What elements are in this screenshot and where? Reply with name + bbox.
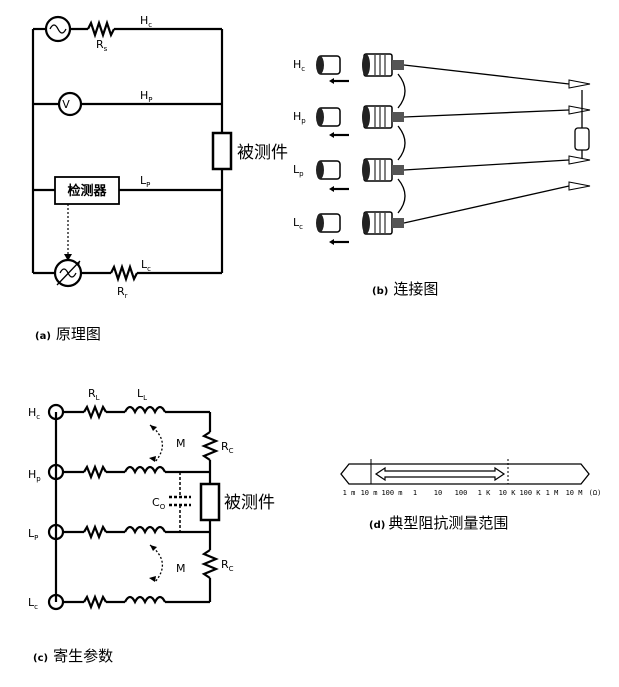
svg-text:HP: HP: [140, 89, 153, 104]
panel-c-parasitics: Hc Hp LP Lc: [28, 387, 275, 665]
detector-box: [54, 176, 120, 205]
tick-label: 10: [434, 489, 442, 497]
dut-box-c: [199, 482, 221, 522]
svg-text:Hp: Hp: [28, 468, 41, 483]
range-resistor-rr: [110, 263, 138, 283]
dut-label-a: 被测件: [237, 143, 288, 163]
svg-text:CO: CO: [152, 496, 166, 511]
svg-text:RC: RC: [221, 558, 234, 573]
resistor-rc-top: [201, 431, 219, 461]
tick-label: 1 M: [546, 489, 559, 497]
svg-text:Lc: Lc: [293, 216, 303, 231]
dut-cylinder-b: [574, 127, 590, 151]
bnc-connector-lc: Lc: [293, 181, 591, 245]
bnc-connector-hp: Hp: [293, 105, 591, 138]
tick-label: 100: [455, 489, 468, 497]
svg-text:LP: LP: [140, 174, 150, 189]
panel-b-connection: Hc Hp Lp: [293, 53, 591, 298]
tick-label: (Ω): [589, 489, 602, 497]
svg-text:RL: RL: [88, 387, 100, 402]
rl-branch-hc: [63, 404, 210, 420]
rl-branch-hp: [63, 464, 210, 480]
mutual-coupling-bottom: [149, 544, 163, 583]
tick-label: 1: [413, 489, 417, 497]
typical-range-double-arrow: [374, 466, 506, 482]
tick-label: 1 K: [478, 489, 491, 497]
detector-label: 检测器: [67, 183, 107, 199]
resistor-rc-bottom: [201, 549, 219, 579]
dut-label-c: 被测件: [224, 493, 275, 513]
voltmeter-symbol: V: [62, 98, 70, 111]
svg-text:Rs: Rs: [96, 38, 108, 53]
svg-text:Hc: Hc: [293, 58, 305, 73]
source-resistor-rs: [87, 19, 115, 39]
svg-text:Rr: Rr: [117, 285, 128, 300]
tick-label: 10 K: [499, 489, 517, 497]
svg-text:M: M: [176, 562, 186, 575]
svg-text:RC: RC: [221, 440, 234, 455]
caption-c: (c)寄生参数: [33, 647, 113, 665]
caption-b: (b)连接图: [372, 280, 438, 298]
svg-text:Lc: Lc: [141, 258, 151, 273]
tick-label: 100 K: [519, 489, 541, 497]
svg-text:Lc: Lc: [28, 596, 38, 611]
bnc-connector-lp: Lp: [293, 155, 591, 192]
tick-label: 100 m: [381, 489, 402, 497]
rl-branch-lp: [63, 524, 210, 540]
rl-branch-lc: [63, 594, 210, 610]
tick-label: 10 m: [361, 489, 378, 497]
svg-text:LP: LP: [28, 527, 38, 542]
svg-text:LL: LL: [137, 387, 147, 402]
svg-text:Hp: Hp: [293, 110, 306, 125]
dut-box-a: [211, 131, 233, 171]
svg-text:Lp: Lp: [293, 163, 304, 178]
svg-text:M: M: [176, 437, 186, 450]
svg-text:Hc: Hc: [140, 14, 152, 29]
mutual-coupling-top: [149, 424, 163, 463]
svg-text:Hc: Hc: [28, 406, 40, 421]
sine-wave-icon: [49, 24, 67, 34]
tick-label: 1 m: [343, 489, 356, 497]
caption-d: (d)典型阻抗测量范围: [369, 514, 508, 532]
panel-a-schematic: Hc Rs HP LP Lc Rr V 检测器 被测件 (a)原理图: [31, 14, 288, 343]
tick-label: 10 M: [566, 489, 583, 497]
bnc-connector-hc: Hc: [293, 53, 591, 89]
caption-a: (a)原理图: [35, 325, 101, 343]
